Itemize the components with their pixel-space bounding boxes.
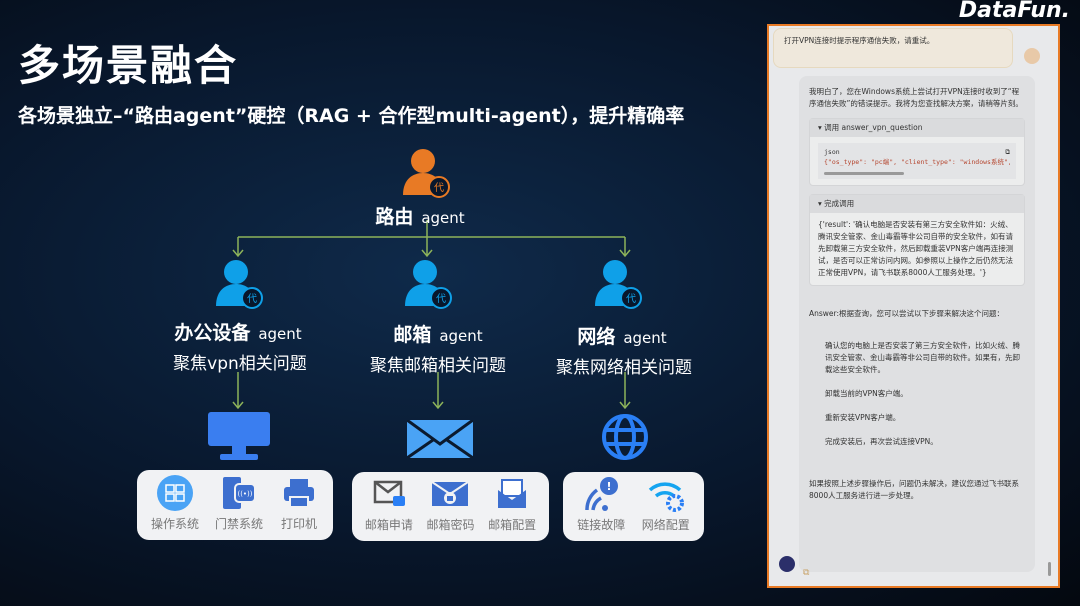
bot-message: 我明白了，您在Windows系统上尝试打开VPN连接时收到了“程序通信失败”的错… [799, 76, 1035, 572]
slide-title: 多场景融合 [18, 41, 239, 90]
item-network-config[interactable]: 网络配置 [642, 476, 690, 533]
item-label: 门禁系统 [214, 517, 263, 531]
monitor-icon [208, 412, 270, 460]
windows-icon [156, 475, 193, 511]
office-card: 操作系统 ((•)) 门禁系统 打印机 [137, 470, 333, 540]
mail-agent-icon: 代 [405, 260, 452, 309]
agent-suffix: agent [623, 329, 667, 347]
globe-icon [602, 414, 648, 460]
tool-call-section[interactable]: ▾ 调用 answer_vpn_question json ⧉ {"os_type"… [809, 118, 1025, 186]
chat-screenshot-panel: 打开VPN连接时提示程序通信失败，请重试。 我明白了，您在Windows系统上尝… [767, 24, 1060, 588]
datafun-logo: DataFun. [958, 0, 1070, 23]
answer-step: 重新安装VPN客户端。 [825, 412, 901, 422]
answer-steps: 确认您的电脑上是否安装了第三方安全软件，比如火绒、腾讯安全管家、金山毒霸等非公司… [809, 320, 1025, 448]
item-printer[interactable]: 打印机 [279, 475, 319, 532]
agent-name: 邮箱 [393, 324, 432, 346]
item-label: 打印机 [280, 517, 317, 531]
svg-text:!: ! [607, 480, 612, 493]
door-access-icon: ((•)) [222, 477, 256, 509]
item-mail-config[interactable]: 邮箱配置 [488, 476, 536, 533]
agent-suffix: agent [258, 325, 302, 343]
agent-focus: 聚焦邮箱相关问题 [370, 356, 506, 376]
mail-lock-icon [431, 481, 470, 506]
router-agent-icon: 代 [403, 149, 450, 198]
item-mail-apply[interactable]: 邮箱申请 [365, 476, 413, 533]
item-label: 网络配置 [641, 518, 690, 532]
svg-text:代: 代 [626, 293, 636, 305]
mail-apply-icon [373, 480, 405, 506]
scrollbar[interactable] [1048, 66, 1052, 582]
agent-suffix: agent [439, 327, 483, 345]
item-os[interactable]: 操作系统 [151, 475, 199, 532]
item-link-fault[interactable]: ! 链接故障 [577, 476, 625, 533]
user-message: 打开VPN连接时提示程序通信失败，请重试。 [773, 28, 1013, 68]
network-agent-icon: 代 [595, 260, 642, 309]
bot-intro: 我明白了，您在Windows系统上尝试打开VPN连接时收到了“程序通信失败”的错… [809, 87, 1023, 108]
mail-icon [407, 420, 473, 458]
tool-call-label: 调用 answer_vpn_question [824, 123, 923, 132]
router-name: 路由 [375, 206, 414, 228]
item-access[interactable]: ((•)) 门禁系统 [215, 475, 263, 532]
item-label: 邮箱密码 [426, 518, 475, 532]
agent-focus: 聚焦vpn相关问题 [173, 354, 307, 374]
code-scrollbar[interactable] [824, 171, 904, 175]
svg-text:((•)): ((•)) [237, 490, 252, 498]
mail-open-icon [498, 479, 527, 508]
agent-name: 办公设备 [174, 322, 251, 344]
wifi-alert-icon: ! [585, 477, 619, 511]
item-label: 操作系统 [150, 517, 199, 531]
slide-subtitle: 各场景独立–“路由agent”硬控（RAG + 合作型multi-agent），… [18, 105, 685, 127]
answer-step: 卸载当前的VPN客户端。 [825, 388, 908, 398]
network-card: ! 链接故障 网络配置 [563, 472, 704, 541]
wifi-gear-icon [648, 482, 684, 512]
mail-card: 邮箱申请 邮箱密码 邮箱配置 [352, 472, 549, 541]
svg-text:代: 代 [436, 293, 446, 305]
agent-name: 网络 [577, 326, 616, 348]
copy-icon[interactable]: ⧉ [803, 568, 810, 578]
caret-down-icon: ▾ [818, 198, 825, 208]
svg-text:代: 代 [434, 182, 444, 194]
router-suffix: agent [421, 209, 465, 227]
user-avatar [1024, 48, 1040, 64]
item-label: 邮箱申请 [364, 518, 413, 532]
svg-text:代: 代 [247, 293, 257, 305]
tool-result-section[interactable]: ▾ 完成调用 {'result': '确认电脑是否安装有第三方安全软件如：火绒、… [809, 193, 1025, 286]
answer-step: 完成安装后，再次尝试连接VPN。 [825, 436, 938, 446]
tool-done-label: 完成调用 [824, 198, 855, 208]
code-lang: json [824, 148, 840, 156]
agent-focus: 聚焦网络相关问题 [556, 358, 692, 378]
printer-icon [283, 479, 314, 508]
copy-icon[interactable]: ⧉ [1005, 148, 1010, 156]
office-agent-icon: 代 [216, 260, 263, 309]
bot-avatar [779, 556, 795, 572]
item-mail-password[interactable]: 邮箱密码 [426, 476, 474, 533]
item-label: 邮箱配置 [488, 518, 537, 532]
code-content: {"os_type": "pc端", "client_type": "windo… [824, 158, 1010, 167]
tool-result: {'result': '确认电脑是否安装有第三方安全软件如：火绒、腾讯安全管家、… [818, 219, 1014, 277]
answer-closing: 如果按照上述步骤操作后，问题仍未解决，建议您通过飞书联系8000人工服务进行进一… [809, 478, 1019, 500]
answer-intro: Answer:根据查询，您可以尝试以下步骤来解决这个问题： [809, 308, 1005, 318]
connector-lines [232, 220, 631, 410]
item-label: 链接故障 [577, 518, 626, 532]
answer-step: 确认您的电脑上是否安装了第三方安全软件，比如火绒、腾讯安全管家、金山毒霸等非公司… [825, 340, 1020, 374]
caret-down-icon: ▾ [818, 123, 825, 132]
